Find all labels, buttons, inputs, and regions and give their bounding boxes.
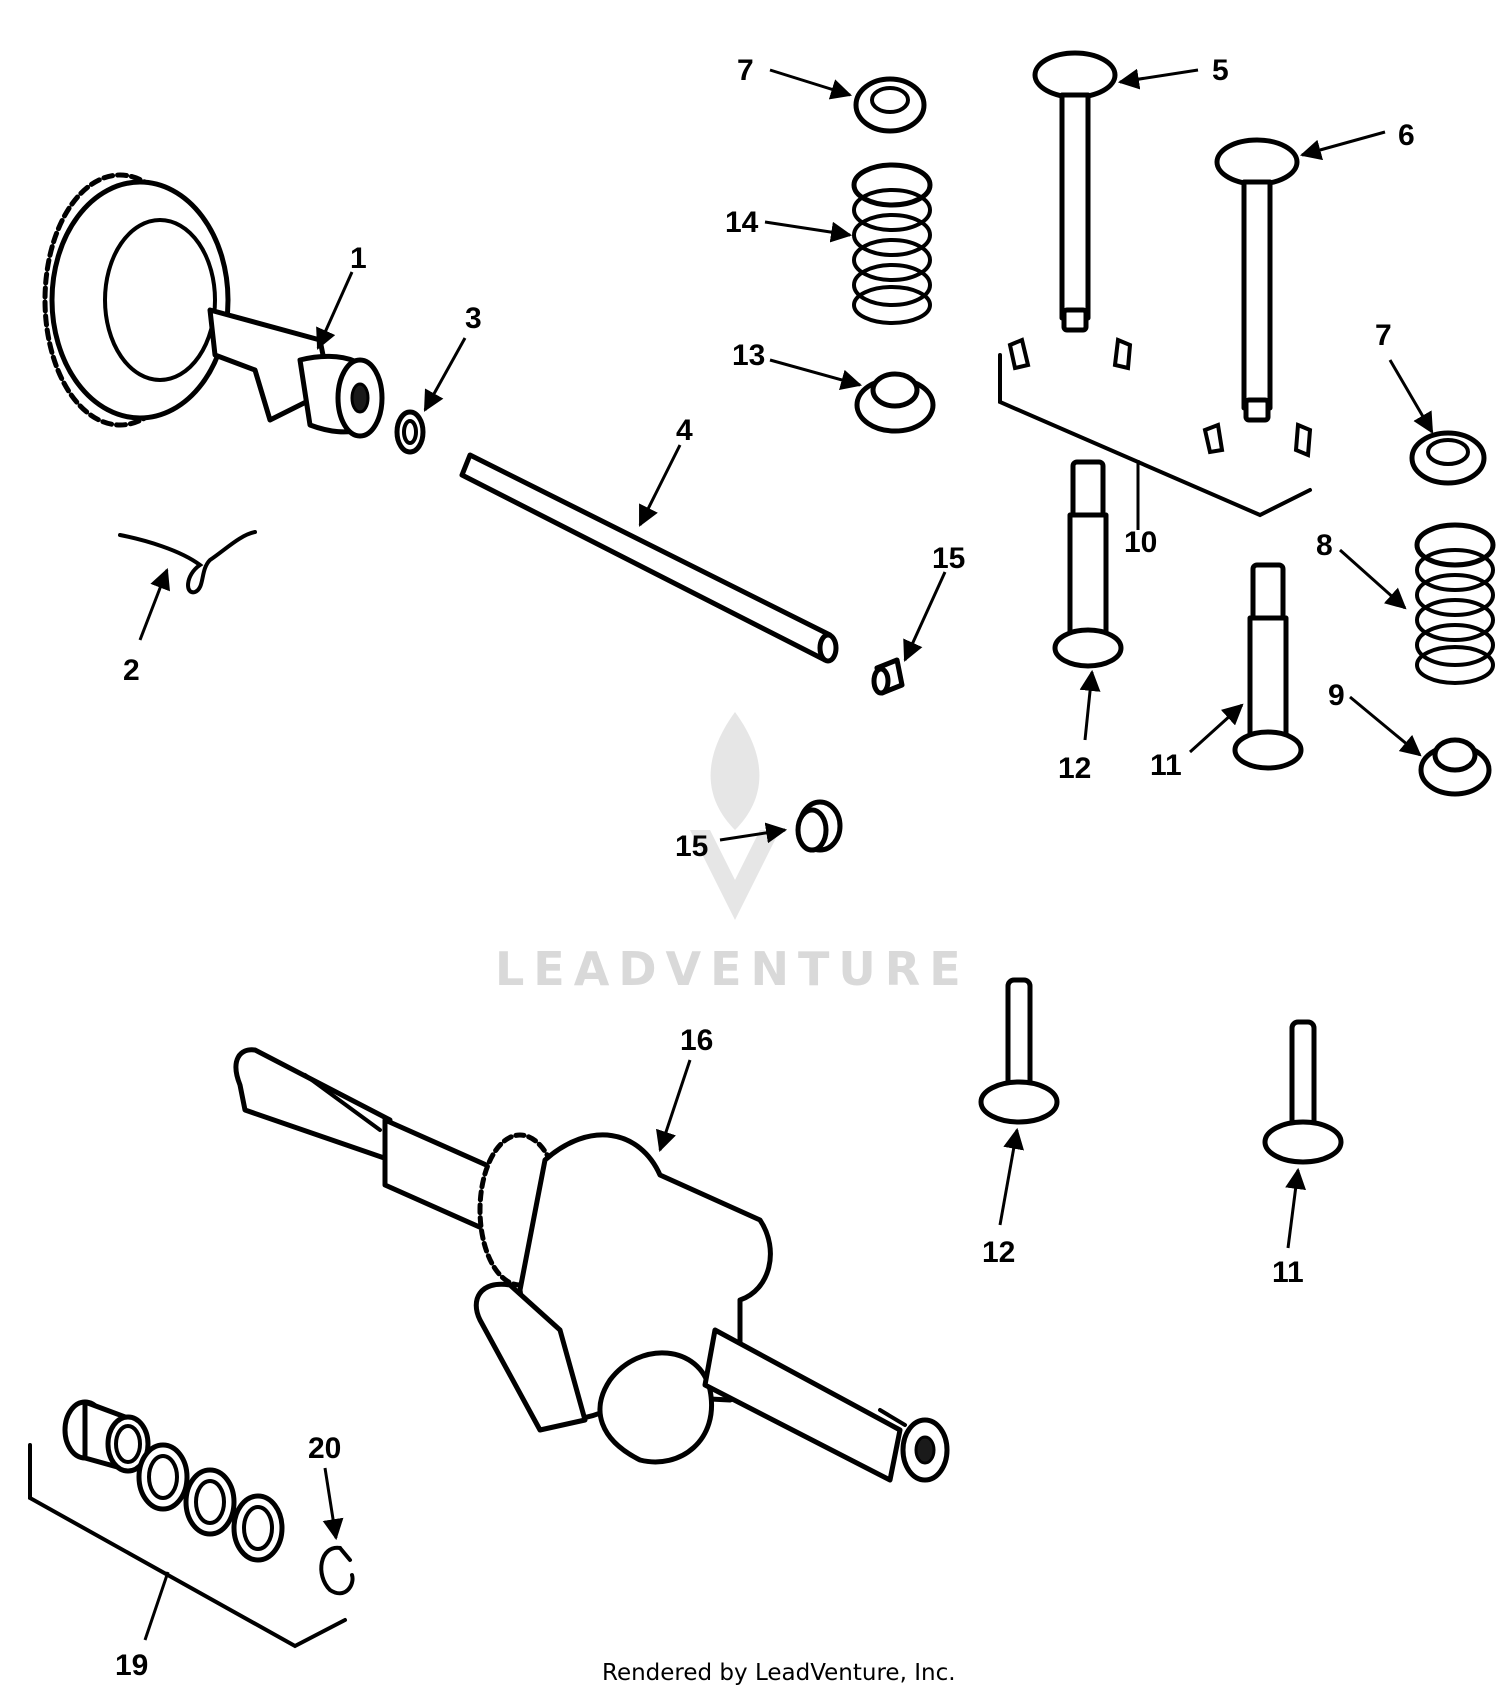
retainer-upper <box>853 76 927 134</box>
snap-ring <box>319 1545 355 1596</box>
callout-label: 7 <box>737 54 754 87</box>
callout-label: 3 <box>465 302 482 335</box>
callout-label: 1 <box>350 242 367 275</box>
tappet-11-upper <box>1232 562 1304 771</box>
callout-label: 14 <box>725 206 759 239</box>
callout-label: 11 <box>1272 1256 1304 1289</box>
callout-label: 15 <box>675 830 708 863</box>
callout-label: 19 <box>115 1649 148 1682</box>
valve-6 <box>1214 137 1300 423</box>
callout-label: 13 <box>732 339 765 372</box>
callout-label: 2 <box>123 654 140 687</box>
callout-label: 12 <box>1058 752 1091 785</box>
callout-label: 12 <box>982 1236 1015 1269</box>
callout-label: 15 <box>932 542 965 575</box>
valve-spring-lower <box>1414 522 1496 685</box>
callout-label: 7 <box>1375 319 1392 352</box>
valve-spring-upper <box>851 162 933 325</box>
callout-label: 20 <box>308 1432 341 1465</box>
bearing-set <box>28 1399 347 1649</box>
callout-labels: 1 2 3 4 5 6 7 7 8 9 10 11 11 11 12 12 12… <box>115 54 1415 1682</box>
retainer-lower <box>1409 430 1487 486</box>
tappet-11-lower <box>1262 1019 1344 1165</box>
footer-credit: Rendered by LeadVenture, Inc. <box>602 1660 956 1686</box>
tappet-12-upper <box>1052 459 1124 669</box>
plug-small <box>871 657 905 696</box>
washer <box>394 409 426 455</box>
plug-large <box>795 799 843 853</box>
callout-label: 9 <box>1328 679 1345 712</box>
valve-5 <box>1032 50 1118 333</box>
spring-seat-lower <box>1418 737 1492 797</box>
spring-seat-upper <box>854 371 936 434</box>
keepers <box>998 337 1313 518</box>
rod <box>459 452 839 664</box>
tappet-12-lower <box>978 977 1060 1125</box>
spring-clip <box>118 530 257 595</box>
callout-label: 11 <box>1150 749 1182 782</box>
callout-label: 10 <box>1124 526 1157 559</box>
camshaft-gear <box>42 172 385 439</box>
callout-label: 16 <box>680 1024 713 1057</box>
callout-label: 4 <box>676 414 693 447</box>
watermark-text: LEADVENTURE <box>495 942 970 996</box>
watermark-logo <box>690 712 780 920</box>
crankshaft <box>233 1047 950 1483</box>
callout-label: 5 <box>1212 54 1229 87</box>
callout-label: 6 <box>1398 119 1415 152</box>
callout-label: 8 <box>1316 529 1333 562</box>
leader-lines <box>138 68 1434 1641</box>
